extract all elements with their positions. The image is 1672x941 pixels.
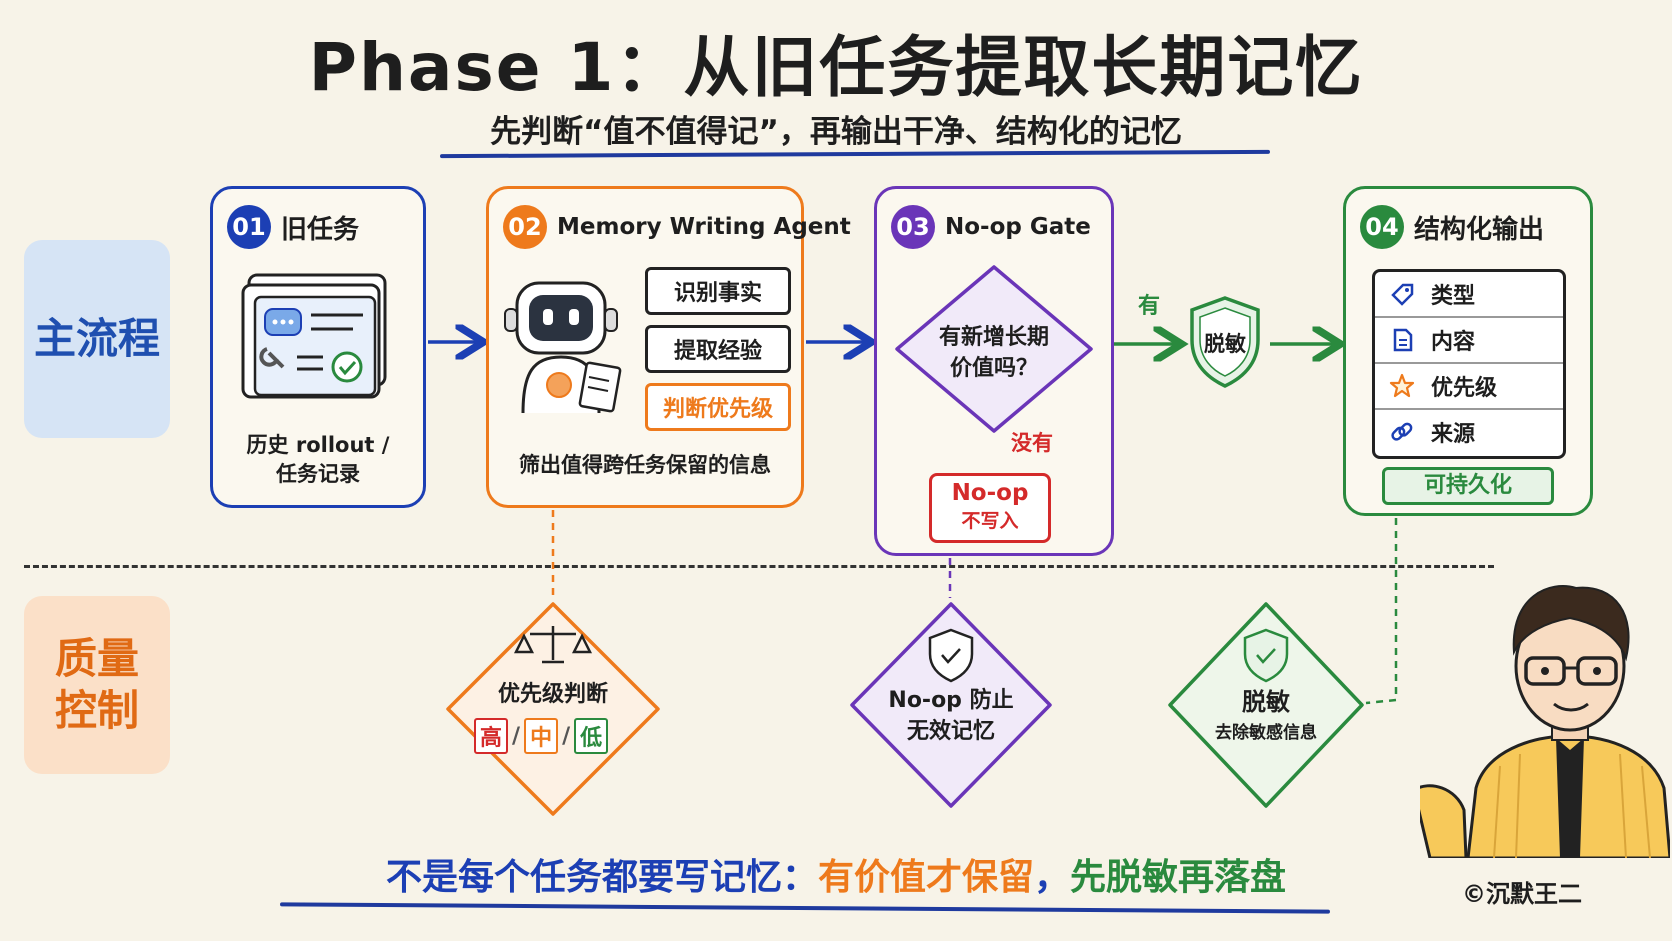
qc-desensitize-diamond xyxy=(1168,602,1364,808)
qc-desensitize-subtitle: 去除敏感信息 xyxy=(1215,723,1317,743)
list-item: 内容 xyxy=(1375,318,1563,364)
slogan-part-3: 先脱敏再落盘 xyxy=(1070,857,1287,898)
step-03-number: 03 xyxy=(891,205,935,249)
shield-label: 脱敏 xyxy=(1204,332,1246,356)
link-icon xyxy=(1391,422,1413,441)
priority-medium: 中 xyxy=(524,718,559,754)
step-03-title: No-op Gate xyxy=(945,214,1091,240)
priority-separator: / xyxy=(562,723,571,749)
step-04-header: 04 结构化输出 xyxy=(1360,205,1544,249)
extract-experience-button: 提取经验 xyxy=(645,325,791,373)
yes-label: 有 xyxy=(1138,294,1161,319)
page-subtitle: 先判断“值不值得记”，再输出干净、结构化的记忆 xyxy=(490,114,1182,150)
noop-box: No-op 不写入 xyxy=(929,473,1051,543)
step-01-header: 01 旧任务 xyxy=(227,205,359,249)
priority-separator: / xyxy=(512,723,521,749)
step-03-card: 03 No-op Gate 有新增长期 价值吗？ 没有 No-op 不写入 xyxy=(874,186,1114,556)
step-01-caption: 历史 rollout / 任务记录 xyxy=(246,433,390,487)
qc-noop-diamond xyxy=(850,602,1052,808)
list-item: 来源 xyxy=(1375,410,1563,454)
robot-agent-icon xyxy=(504,281,622,413)
shield-icon xyxy=(1190,296,1260,388)
noop-title: No-op xyxy=(951,480,1029,506)
character-illustration xyxy=(1420,585,1670,858)
step-04-number: 04 xyxy=(1360,205,1404,249)
slogan-separator: ， xyxy=(1034,857,1071,898)
step-01-number: 01 xyxy=(227,205,271,249)
task-records-icon xyxy=(241,273,387,399)
step-02-card: 02 Memory Writing Agent 识别事实 提取经验 判断优先级 … xyxy=(486,186,851,508)
slogan-part-2: 有价值才保留 xyxy=(817,857,1034,898)
priority-low: 低 xyxy=(574,718,609,754)
priority-levels: 高 / 中 / 低 xyxy=(474,718,609,754)
lane-label-qc-text: 质量控制 xyxy=(54,633,139,736)
decision-question: 有新增长期 价值吗？ xyxy=(938,325,1049,381)
star-icon xyxy=(1389,373,1415,398)
qc-priority-diamond xyxy=(446,602,660,816)
document-icon xyxy=(1393,328,1413,352)
page-title: Phase 1：从旧任务提取长期记忆 xyxy=(308,29,1364,106)
field-source-label: 来源 xyxy=(1431,422,1476,447)
qc-desensitize-title: 脱敏 xyxy=(1242,688,1290,716)
noop-subtitle: 不写入 xyxy=(961,510,1019,532)
step-01-card: 01 旧任务 历史 rollout / 任务记录 xyxy=(210,186,426,508)
step-04-card: 04 结构化输出 类型 内容 优先级 来源 可持久化 xyxy=(1343,186,1593,516)
copyright-label: ©沉默王二 xyxy=(1462,880,1582,908)
judge-priority-button: 判断优先级 xyxy=(645,383,791,431)
lane-divider xyxy=(24,565,1494,568)
persistable-badge: 可持久化 xyxy=(1382,467,1554,505)
identify-facts-button: 识别事实 xyxy=(645,267,791,315)
list-item: 类型 xyxy=(1375,272,1563,318)
lane-label-main: 主流程 xyxy=(24,240,170,438)
step-04-title: 结构化输出 xyxy=(1414,214,1545,245)
qc-noop-title: No-op 防止 无效记忆 xyxy=(888,688,1014,744)
step-02-number: 02 xyxy=(503,205,547,249)
step-03-header: 03 No-op Gate xyxy=(891,205,1091,249)
shield-check-icon xyxy=(928,628,974,683)
shield-check-icon xyxy=(1243,628,1289,683)
step-02-header: 02 Memory Writing Agent xyxy=(503,205,851,249)
scale-icon xyxy=(513,626,593,664)
list-item: 优先级 xyxy=(1375,364,1563,410)
field-content-label: 内容 xyxy=(1431,330,1476,355)
step-02-title: Memory Writing Agent xyxy=(557,214,851,240)
lane-label-qc: 质量控制 xyxy=(24,596,170,774)
field-type-label: 类型 xyxy=(1431,284,1476,309)
tag-icon xyxy=(1391,283,1414,306)
step-01-title: 旧任务 xyxy=(281,214,360,245)
no-label: 没有 xyxy=(1011,431,1053,455)
dash-04-qc xyxy=(1365,518,1398,705)
step-02-caption: 筛出值得跨任务保留的信息 xyxy=(519,453,771,477)
qc-priority-title: 优先级判断 xyxy=(497,682,608,707)
decision-diamond xyxy=(895,265,1093,433)
structured-fields-list: 类型 内容 优先级 来源 xyxy=(1372,269,1566,459)
slogan-part-1: 不是每个任务都要写记忆： xyxy=(385,857,818,898)
field-priority-label: 优先级 xyxy=(1431,376,1498,401)
priority-high: 高 xyxy=(474,718,509,754)
bottom-slogan: 不是每个任务都要写记忆：有价值才保留，先脱敏再落盘 xyxy=(0,848,1672,900)
